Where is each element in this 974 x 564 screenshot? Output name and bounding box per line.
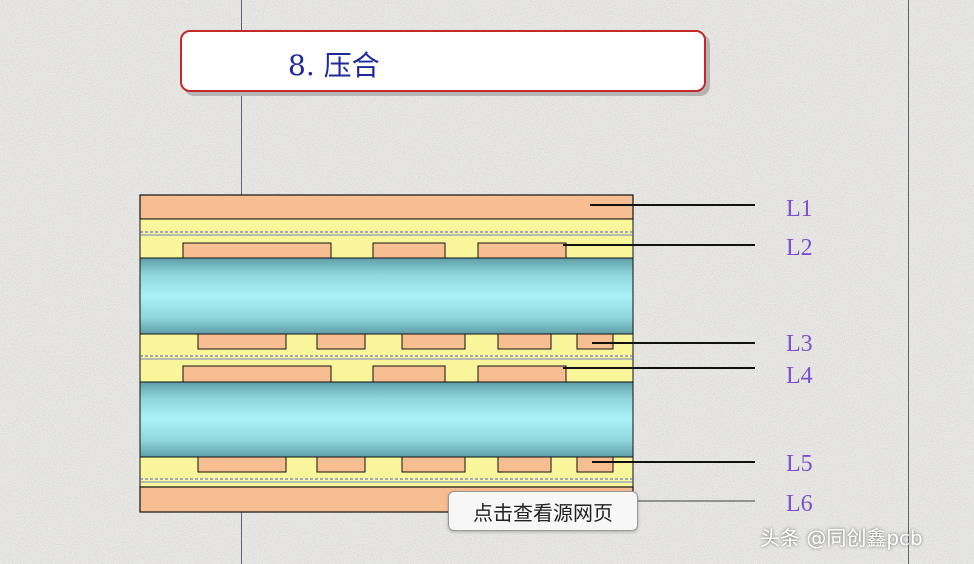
- core-layer-1: [139, 257, 634, 335]
- inner-copper-pad: [316, 456, 366, 473]
- layer-label-l4: L4: [786, 363, 813, 389]
- layer-label-l1: L1: [786, 196, 813, 222]
- inner-copper-pad: [477, 365, 567, 383]
- layer-label-l3: L3: [786, 331, 813, 357]
- inner-copper-pad: [576, 456, 614, 473]
- inner-copper-pad: [497, 456, 552, 473]
- inner-copper-pad: [401, 456, 466, 473]
- layer-label-l6: L6: [786, 491, 813, 517]
- watermark: 头条 @同创鑫pcb: [760, 526, 923, 550]
- inner-copper-pad: [372, 365, 446, 383]
- inner-copper-pad: [372, 242, 446, 259]
- view-source-button[interactable]: 点击查看源网页: [448, 491, 638, 531]
- core-layer-2: [139, 381, 634, 458]
- inner-copper-pad: [182, 242, 332, 259]
- guide-line-right: [908, 0, 909, 564]
- title-box: 8. 压合: [180, 30, 706, 92]
- inner-copper-pad: [497, 333, 552, 350]
- copper-foil-top: [139, 194, 634, 220]
- inner-copper-pad: [477, 242, 567, 259]
- inner-copper-pad: [182, 365, 332, 383]
- page-title: 8. 压合: [288, 49, 380, 82]
- inner-copper-pad: [197, 333, 287, 350]
- inner-copper-pad: [197, 456, 287, 473]
- inner-copper-pad: [576, 333, 614, 350]
- inner-copper-pad: [316, 333, 366, 350]
- layer-label-l2: L2: [786, 235, 813, 261]
- inner-copper-pad: [401, 333, 466, 350]
- layer-label-l5: L5: [786, 451, 813, 477]
